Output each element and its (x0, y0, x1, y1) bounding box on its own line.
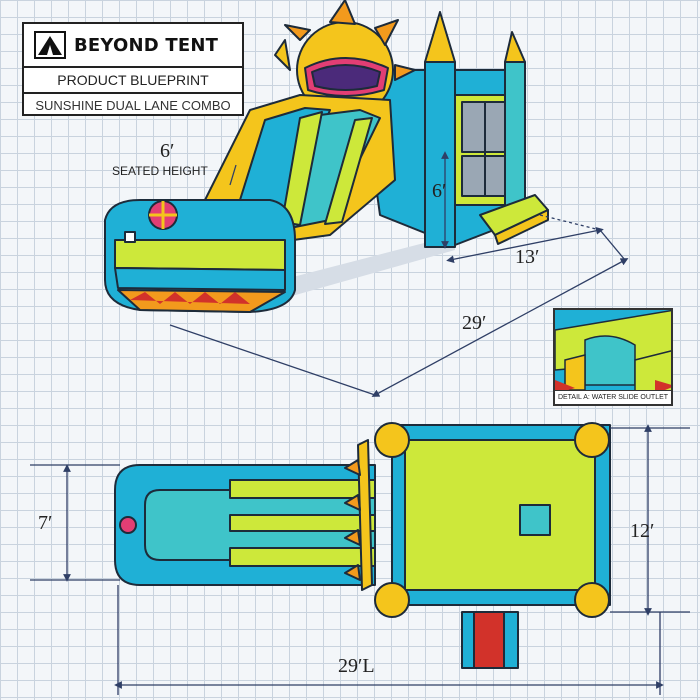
brand-row: BEYOND TENT (24, 24, 242, 68)
blueprint-subtitle: PRODUCT BLUEPRINT (24, 68, 242, 94)
detail-inset: DETAIL A: WATER SLIDE OUTLET (553, 308, 673, 406)
detail-caption: DETAIL A: WATER SLIDE OUTLET (555, 390, 671, 404)
plan-dimensions (30, 424, 690, 695)
plan-length-label: 29′L (338, 655, 375, 677)
perspective-dimensions (169, 151, 629, 397)
detail-drawing (555, 310, 671, 395)
seated-height-label: SEATED HEIGHT (112, 164, 208, 178)
tent-logo-icon (34, 31, 66, 59)
brand-name: BEYOND TENT (74, 34, 219, 56)
wall-height-label: 6′ (432, 180, 447, 202)
title-block: BEYOND TENT PRODUCT BLUEPRINT SUNSHINE D… (22, 22, 244, 116)
length-perspective-label: 29′ (462, 312, 487, 334)
plan-view (114, 422, 611, 669)
perspective-view (104, 0, 549, 313)
seated-height-value: 6′ (160, 140, 175, 162)
plan-left-width-label: 7′ (38, 512, 53, 534)
width-label: 13′ (515, 246, 540, 268)
model-name: SUNSHINE DUAL LANE COMBO (35, 97, 231, 113)
plan-right-width-label: 12′ (630, 520, 655, 542)
